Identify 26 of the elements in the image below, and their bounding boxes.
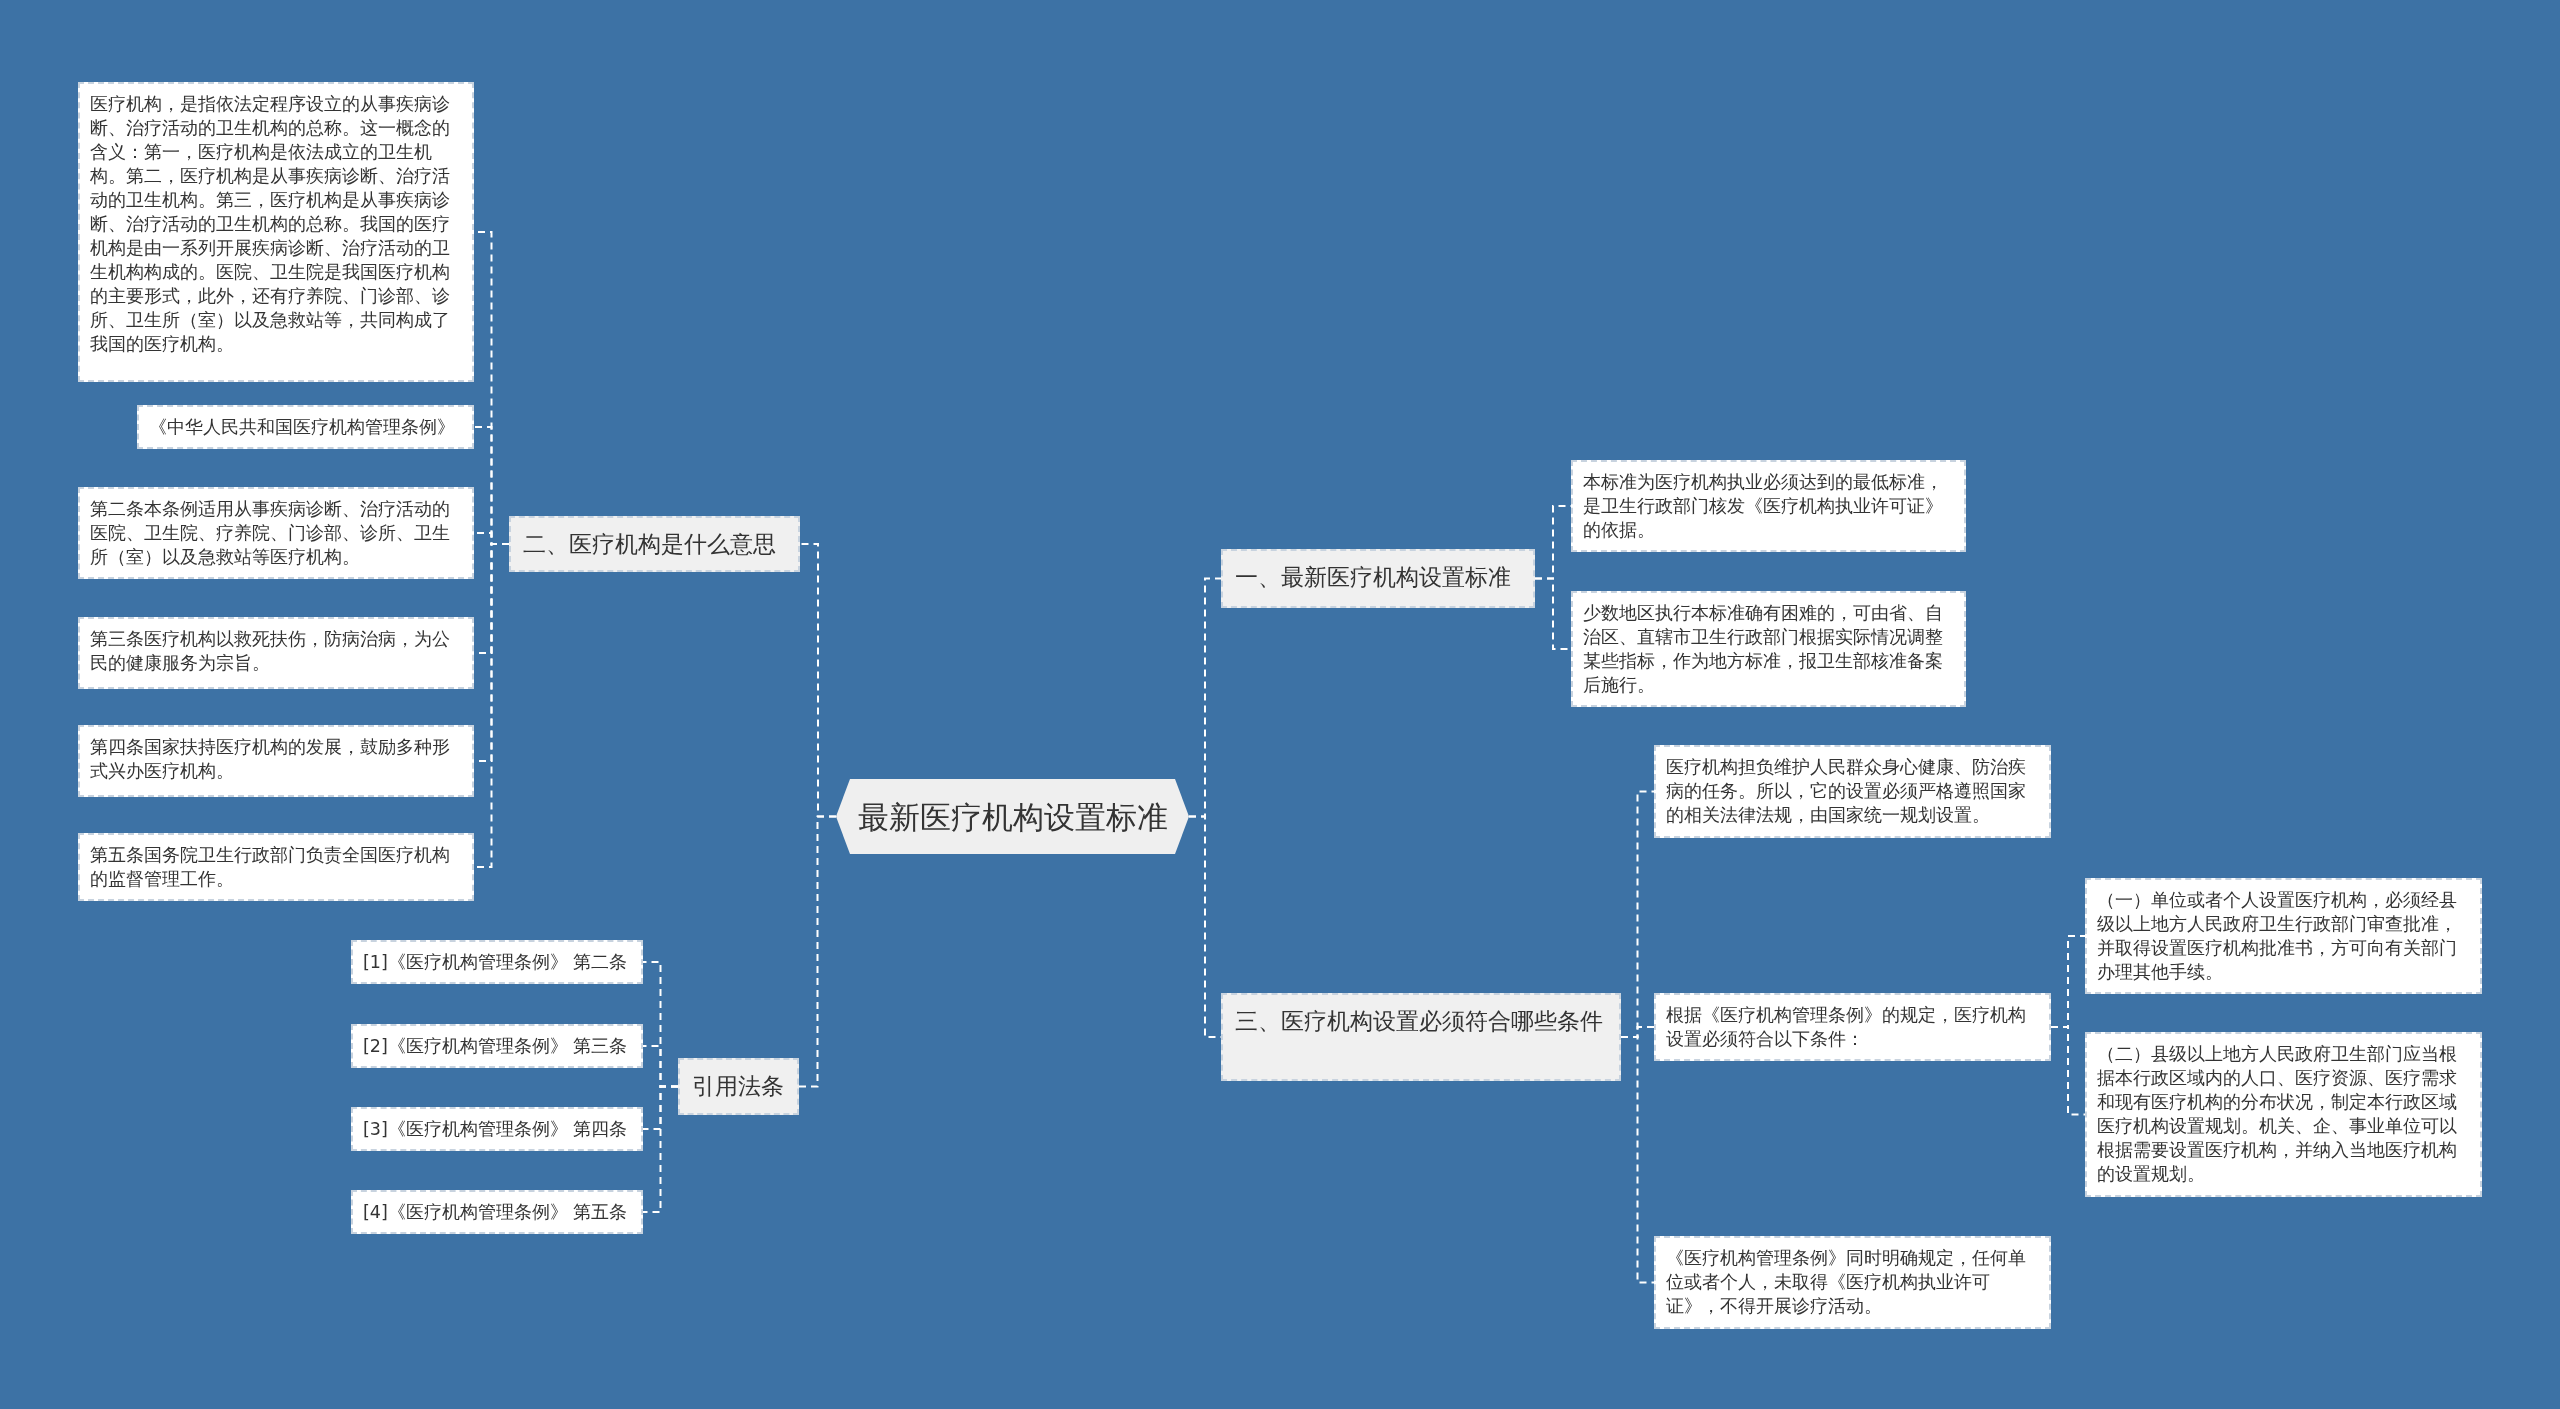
text-box: 第四条国家扶持医疗机构的发展，鼓励多种形式兴办医疗机构。 [78,725,474,797]
text-box: 第二条本条例适用从事疾病诊断、治疗活动的医院、卫生院、疗养院、门诊部、诊所、卫生所（室）以及急救站等医疗机构。 [78,487,474,579]
connector-line [1620,1036,1655,1284]
text-box: 《中华人民共和国医疗机构管理条例》 [137,405,474,449]
text-box: （二）县级以上地方人民政府卫生部门应当根据本行政区域内的人口、医疗资源、医疗需求和现有医疗机构的分布状况，制定本行政区域医疗机构设置规划。机关、企、事业单位可以根据需要设置医疗机构，并纳入当地医疗机构的设置规划。 [2085,1032,2482,1197]
text-box: 第五条国务院卫生行政部门负责全国医疗机构的监督管理工作。 [78,833,474,901]
text-box: （一）单位或者个人设置医疗机构，必须经县级以上地方人民政府卫生行政部门审查批准，并取得设置医疗机构批准书，方可向有关部门办理其他手续。 [2085,878,2482,994]
text-box: [3]《医疗机构管理条例》 第四条 [351,1107,643,1151]
text-box: 第三条医疗机构以救死扶伤，防病治病，为公民的健康服务为宗旨。 [78,617,474,689]
topic-box: 一、最新医疗机构设置标准 [1221,549,1535,608]
topic-box: 二、医疗机构是什么意思 [509,516,800,572]
text-box: 《医疗机构管理条例》同时明确规定，任何单位或者个人，未取得《医疗机构执业许可证》，不得开展诊疗活动。 [1654,1236,2051,1329]
text-box: [2]《医疗机构管理条例》 第三条 [351,1024,643,1068]
topic-box: 三、医疗机构设置必须符合哪些条件 [1221,993,1621,1081]
text-box: [4]《医疗机构管理条例》 第五条 [351,1190,643,1234]
connector-line [642,1085,679,1213]
topic-box: 引用法条 [678,1058,799,1115]
topic-hexagon: 最新医疗机构设置标准 [836,779,1189,854]
text-box: [1]《医疗机构管理条例》 第二条 [351,940,643,984]
text-box: 医疗机构，是指依法定程序设立的从事疾病诊断、治疗活动的卫生机构的总称。这一概念的含义：第一，医疗机构是依法成立的卫生机构。第二，医疗机构是从事疾病诊断、治疗活动的卫生机构。第三，医疗机构是从事疾病诊断、治疗活动的卫生机构的总称。我国的医疗机构是由一系列开展疾病诊断、治疗活动的卫生机构构成的。医院、卫生院是我国医疗机构的主要形式，此外，还有疗养院、门诊部、诊所、卫生所（室）以及急救站等，共同构成了我国的医疗机构。 [78,82,474,382]
connector-line [798,815,837,1088]
text-box: 少数地区执行本标准确有困难的，可由省、自治区、直辖市卫生行政部门根据实际情况调整某些指标，作为地方标准，报卫生部核准备案后施行。 [1571,591,1966,707]
text-box: 医疗机构担负维护人民群众身心健康、防治疾病的任务。所以，它的设置必须严格遵照国家的相关法律法规，由国家统一规划设置。 [1654,745,2051,838]
connector-line [2050,1026,2086,1116]
text-box: 本标准为医疗机构执业必须达到的最低标准，是卫生行政部门核发《医疗机构执业许可证》的依据。 [1571,460,1966,552]
text-box: 根据《医疗机构管理条例》的规定，医疗机构设置必须符合以下条件： [1654,993,2051,1061]
